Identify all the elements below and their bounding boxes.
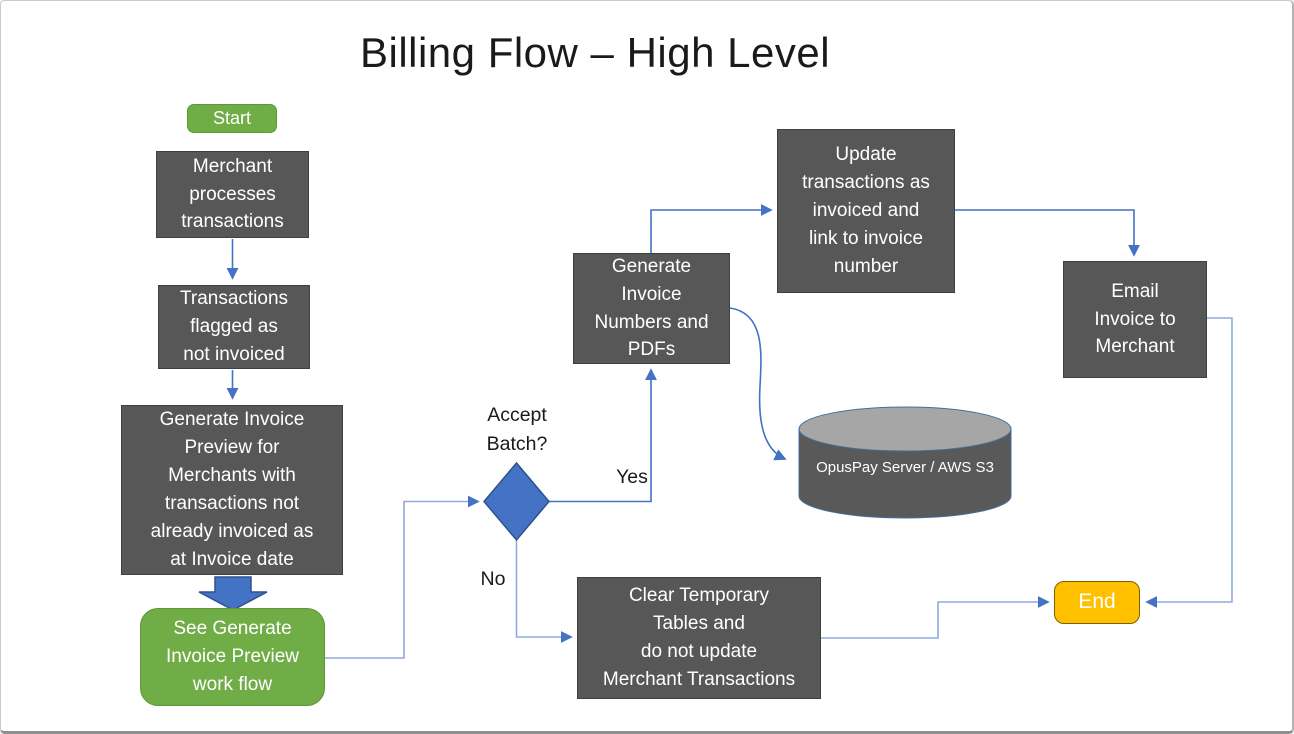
node-end: End — [1054, 581, 1140, 624]
node-merchant-processes: Merchant processes transactions — [156, 151, 309, 238]
node-start: Start — [187, 104, 277, 133]
yes-label: Yes — [616, 466, 648, 488]
decision-label: Accept Batch? — [486, 404, 548, 456]
no-label: No — [480, 568, 506, 590]
node-generate-preview: Generate Invoice Preview for Merchants w… — [121, 405, 343, 575]
node-transactions-flagged: Transactions flagged as not invoiced — [158, 285, 310, 369]
page-title: Billing Flow – High Level — [359, 29, 831, 76]
node-update-transactions: Update transactions as invoiced and link… — [777, 129, 955, 293]
decision-accept-batch-diamond — [483, 461, 550, 542]
connector-workflow-to-decision — [325, 495, 480, 659]
connector-clear-tables-to-end — [821, 596, 1050, 639]
connector-update-to-email — [955, 209, 1140, 257]
connector-decision-yes-to-generate-numbers — [549, 368, 657, 503]
connector-decision-no-to-clear-tables — [515, 540, 573, 643]
node-see-preview-workflow: See Generate Invoice Preview work flow — [140, 608, 325, 706]
connector-generate-numbers-to-datastore — [729, 307, 787, 461]
connector-generate-numbers-to-update — [650, 204, 773, 253]
node-email-invoice: Email Invoice to Merchant — [1063, 261, 1207, 378]
datastore-cylinder — [798, 406, 1012, 519]
block-arrow-down-icon — [198, 576, 268, 611]
datastore-label: OpusPay Server / AWS S3 — [816, 459, 994, 476]
connector-email-to-end — [1145, 317, 1233, 608]
node-generate-invoice-numbers: Generate Invoice Numbers and PDFs — [573, 253, 730, 364]
node-clear-temp-tables: Clear Temporary Tables and do not update… — [577, 577, 821, 699]
